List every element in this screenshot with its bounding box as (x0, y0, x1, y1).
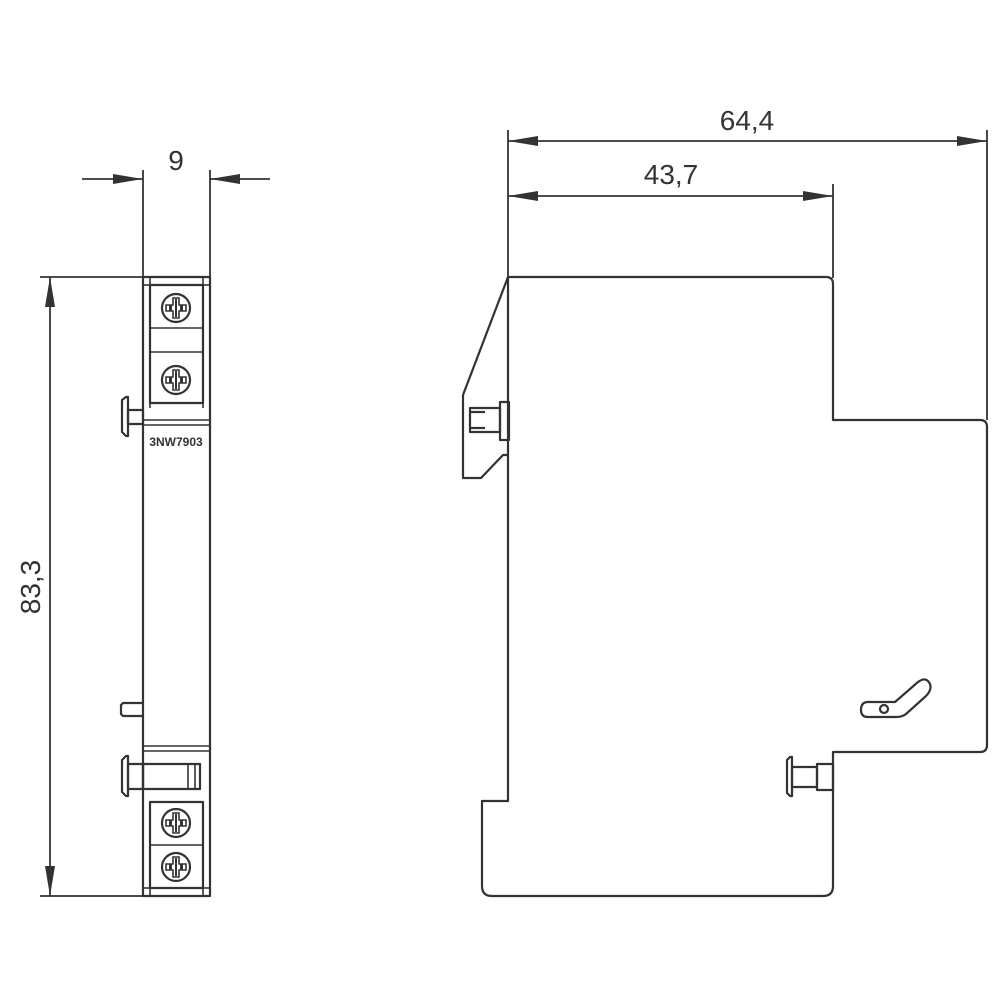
overall-depth-dimension: 64,4 (507, 105, 988, 420)
side-view: 64,4 43,7 (461, 105, 989, 898)
side-body-outline (480, 275, 989, 898)
step-depth-label: 43,7 (644, 159, 699, 190)
width-dimension-label: 9 (168, 145, 184, 176)
small-pin (119, 701, 143, 718)
terminal-screw-icon (160, 364, 192, 396)
overall-depth-label: 64,4 (720, 105, 775, 136)
terminal-screw-icon (160, 851, 192, 883)
step-depth-dimension: 43,7 (508, 159, 834, 278)
terminal-screw-icon (160, 807, 192, 839)
latch-slot (859, 678, 932, 719)
height-dimension-label: 83,3 (15, 560, 46, 615)
width-dimension: 9 (82, 145, 270, 278)
part-number-label: 3NW7903 (149, 435, 203, 449)
lower-pin (120, 754, 202, 798)
height-dimension: 83,3 (15, 276, 143, 897)
front-view: 9 83,3 3N (15, 145, 270, 898)
din-clip (461, 276, 511, 480)
front-body: 3NW7903 (119, 275, 212, 898)
side-lower-pin (785, 755, 835, 798)
upper-pin (120, 395, 145, 438)
terminal-screw-icon (160, 292, 192, 324)
